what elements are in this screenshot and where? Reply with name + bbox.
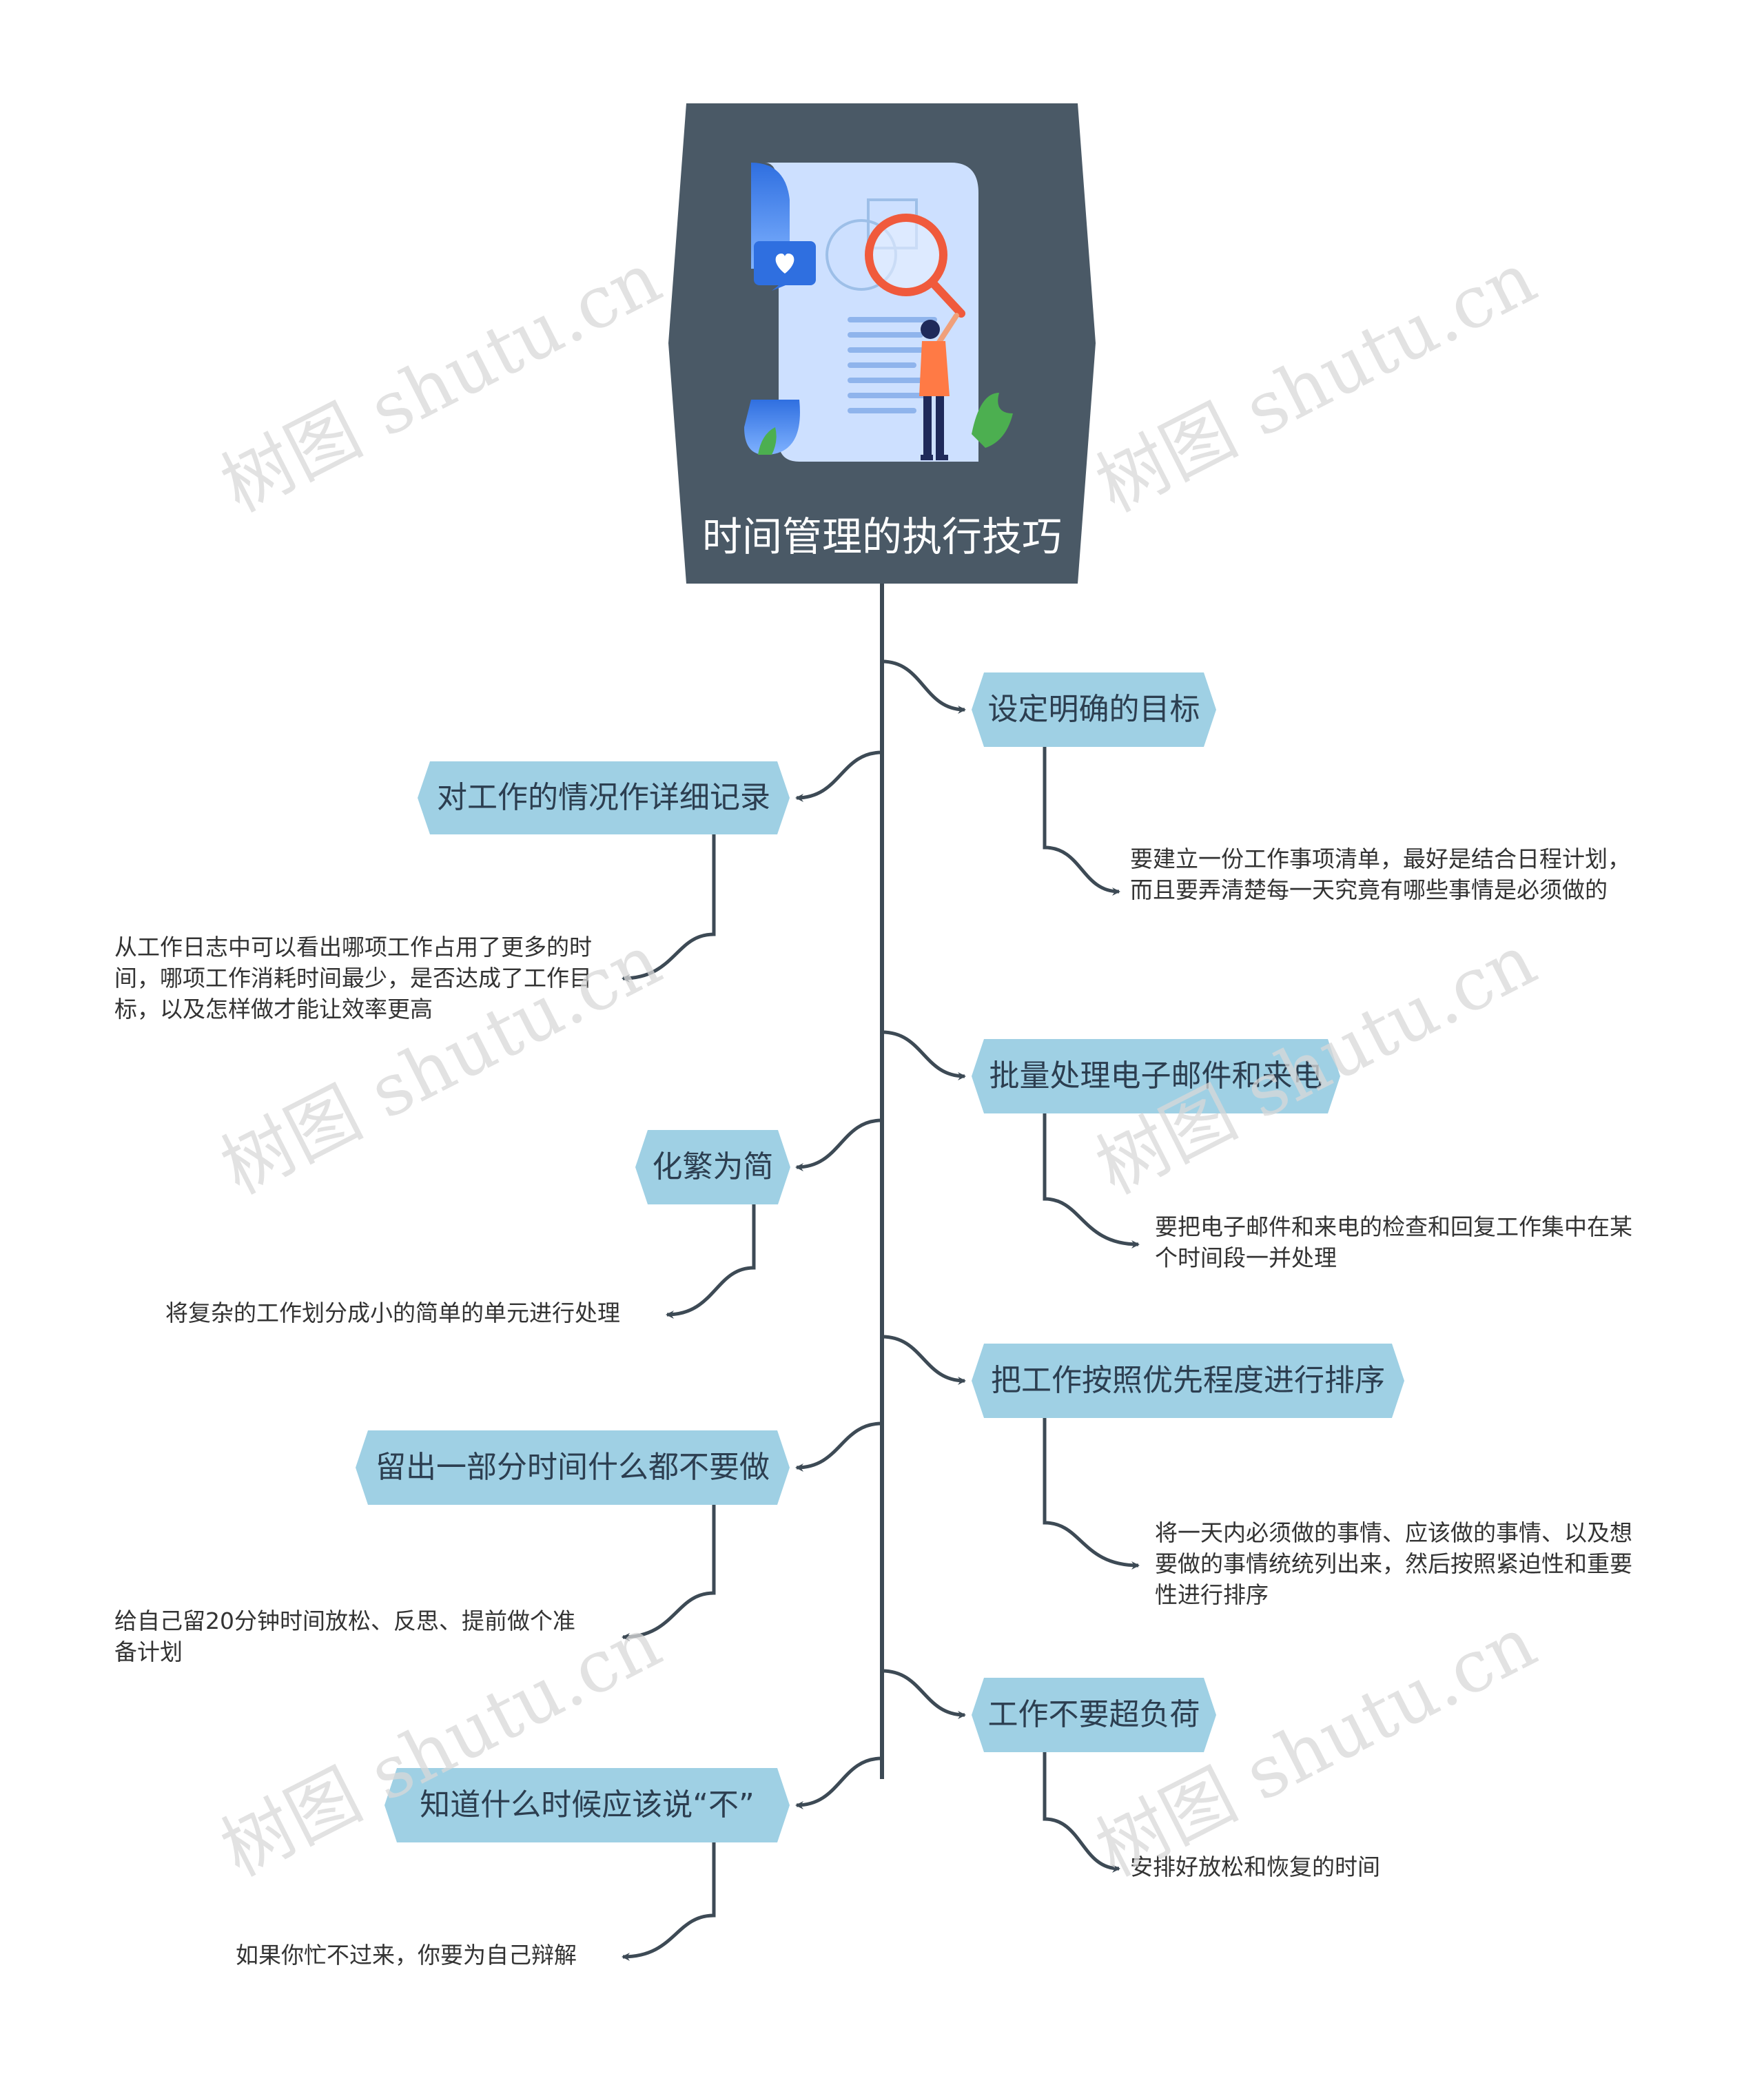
branch-to-detail-connector (1043, 1418, 1140, 1570)
detail-free-time: 给自己留20分钟时间放松、反思、提前做个准备计划 (114, 1607, 575, 1665)
node-shape (384, 1768, 790, 1842)
detail-set-goals: 要建立一份工作事项清单，最好是结合日程计划，而且要弄清楚每一天究竟有哪些事情是必… (1130, 845, 1630, 903)
branch-node-simplify[interactable]: 化繁为简 (635, 1130, 790, 1204)
branch-to-detail-connector (666, 1204, 756, 1319)
branch-node-say-no[interactable]: 知道什么时候应该说“不” (384, 1768, 790, 1842)
branch-label: 知道什么时候应该说“不” (420, 1787, 755, 1822)
trunk-to-branch-connector (795, 1756, 883, 1809)
trunk-to-branch-connector (881, 659, 966, 714)
node-shape (356, 1430, 790, 1505)
detail-no-overload: 安排好放松和恢复的时间 (1130, 1853, 1380, 1880)
branch-node-prioritize[interactable]: 把工作按照优先程度进行排序 (972, 1344, 1404, 1418)
detail-prioritize: 将一天内必须做的事情、应该做的事情、以及想要做的事情统统列出来，然后按照紧迫性和… (1155, 1519, 1632, 1608)
root-title: 时间管理的执行技巧 (701, 513, 1062, 560)
branch-label: 设定明确的目标 (987, 692, 1200, 727)
branch-node-set-goals[interactable]: 设定明确的目标 (972, 672, 1216, 747)
branch-label: 工作不要超负荷 (987, 1697, 1200, 1732)
trunk-to-branch-connector (881, 1669, 966, 1719)
document-magnifier-illustration (744, 163, 1013, 462)
detail-record-work: 从工作日志中可以看出哪项工作占用了更多的时间，哪项工作消耗时间最少，是否达成了工… (114, 934, 592, 1023)
node-shape (972, 1344, 1404, 1418)
node-shape (972, 1678, 1216, 1752)
branch-node-batch-email[interactable]: 批量处理电子邮件和来电 (972, 1039, 1340, 1113)
branch-node-record-work[interactable]: 对工作的情况作详细记录 (418, 761, 790, 834)
branch-node-no-overload[interactable]: 工作不要超负荷 (972, 1678, 1216, 1752)
trunk-to-branch-connector (881, 1030, 966, 1080)
branch-to-detail-connector (1043, 747, 1120, 896)
branch-label: 把工作按照优先程度进行排序 (991, 1363, 1385, 1398)
trunk-to-branch-connector (881, 1335, 966, 1385)
branch-label: 对工作的情况作详细记录 (437, 780, 770, 815)
node-shape (635, 1130, 790, 1204)
trunk-to-branch-connector (795, 1118, 883, 1171)
branch-node-free-time[interactable]: 留出一部分时间什么都不要做 (356, 1430, 790, 1505)
branch-label: 化繁为简 (652, 1149, 774, 1184)
branch-label: 留出一部分时间什么都不要做 (376, 1450, 770, 1485)
branch-to-detail-connector (622, 1842, 716, 1961)
detail-say-no: 如果你忙不过来，你要为自己辩解 (236, 1942, 577, 1969)
trunk-to-branch-connector (795, 750, 883, 802)
branch-label: 批量处理电子邮件和来电 (989, 1058, 1323, 1093)
branch-to-detail-connector (622, 834, 716, 983)
branch-to-detail-connector (1043, 1752, 1120, 1873)
detail-simplify: 将复杂的工作划分成小的简单的单元进行处理 (165, 1299, 620, 1326)
detail-batch-email: 要把电子邮件和来电的检查和回复工作集中在某个时间段一并处理 (1155, 1213, 1632, 1271)
branch-to-detail-connector (622, 1505, 716, 1641)
root-node[interactable]: 时间管理的执行技巧 (668, 103, 1096, 584)
trunk-to-branch-connector (795, 1421, 883, 1472)
node-shape (972, 1039, 1340, 1113)
branch-to-detail-connector (1043, 1113, 1140, 1249)
node-shape (972, 672, 1216, 747)
node-shape (418, 761, 790, 834)
